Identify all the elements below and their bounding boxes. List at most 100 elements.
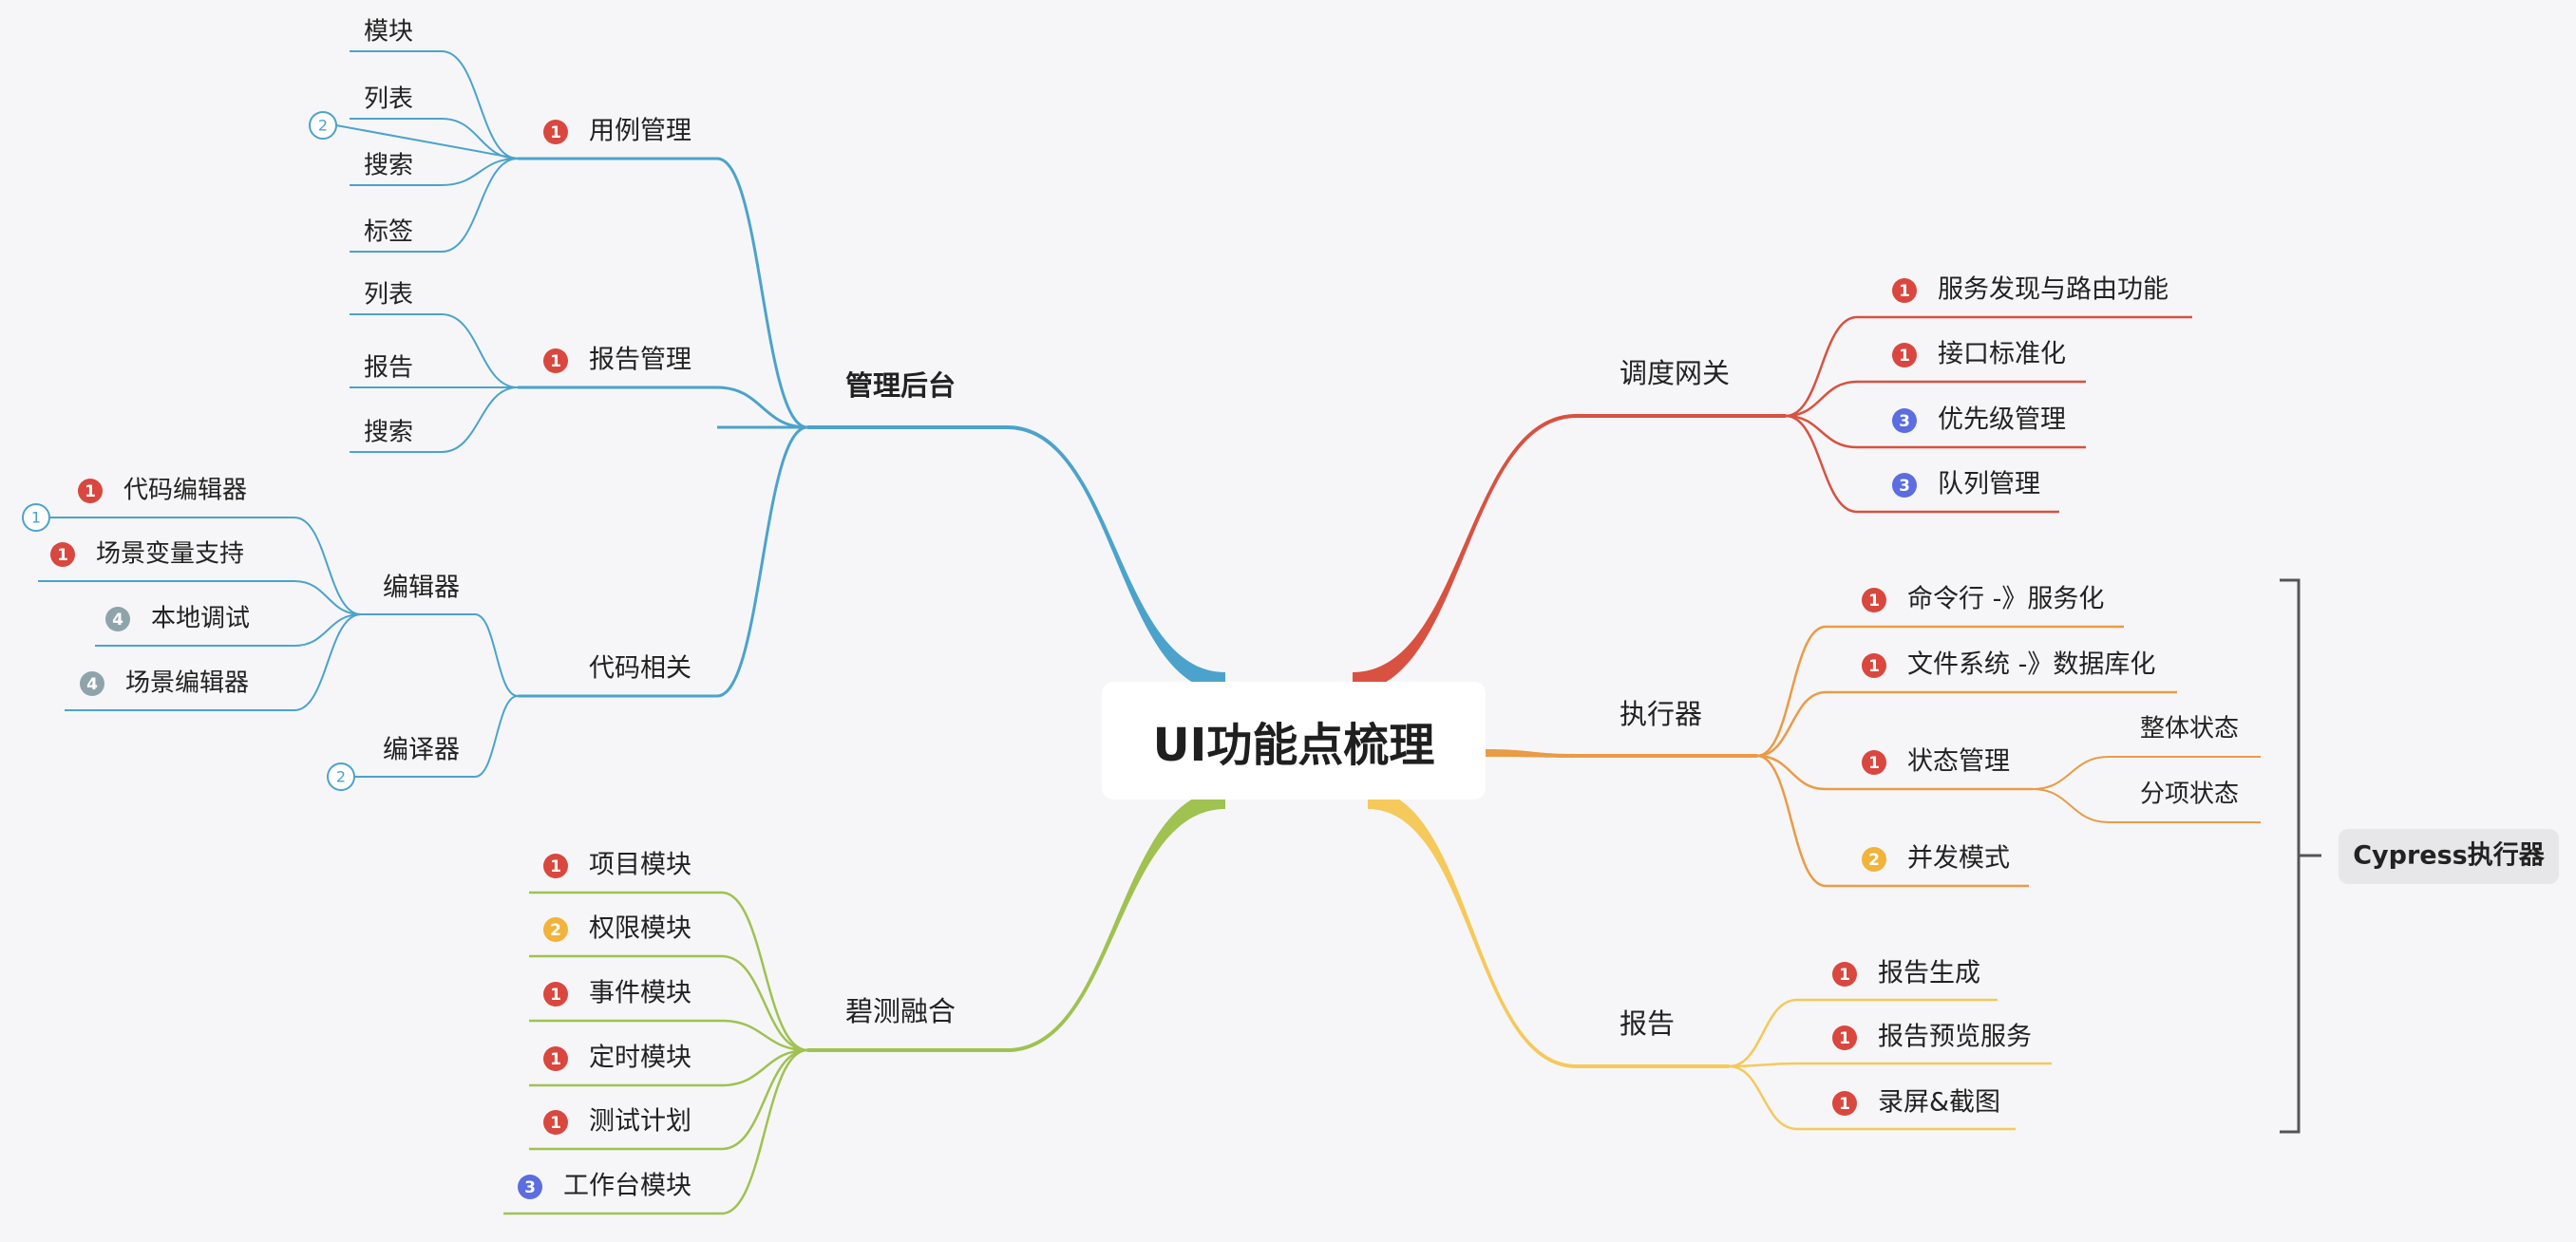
- priority-marker: [543, 1046, 568, 1071]
- subtopic-label[interactable]: 文件系统 -》数据库化: [1907, 650, 2155, 680]
- subtopic-label[interactable]: 优先级管理: [1938, 405, 2066, 435]
- collapsed-count-badge[interactable]: [309, 111, 337, 140]
- subtopic-label[interactable]: 整体状态: [2140, 715, 2239, 743]
- priority-marker: [105, 607, 130, 631]
- subtopic-label[interactable]: 队列管理: [1938, 470, 2040, 499]
- subtopic-label[interactable]: 列表: [364, 85, 413, 114]
- underline: [335, 124, 519, 160]
- branch-title-report[interactable]: 报告: [1619, 1007, 1675, 1040]
- connector: [720, 954, 809, 1052]
- subtopic-label[interactable]: 命令行 -》服务化: [1907, 585, 2104, 614]
- priority-marker: [518, 1175, 542, 1199]
- subtopic-label[interactable]: 场景编辑器: [125, 669, 249, 698]
- connector: [294, 613, 362, 647]
- subtopic-label[interactable]: 搜索: [364, 152, 413, 180]
- collapsed-count: 2: [336, 768, 346, 786]
- branch-title-gateway[interactable]: 调度网关: [1619, 357, 1730, 389]
- priority-number: 1: [1899, 282, 1910, 301]
- connector: [1784, 414, 1859, 514]
- priority-marker: [543, 917, 568, 942]
- topic-case-management[interactable]: 用例管理: [589, 117, 691, 146]
- connector: [294, 580, 362, 615]
- connector: [715, 157, 809, 429]
- connector: [720, 1048, 809, 1151]
- subtopic-label[interactable]: 场景变量支持: [96, 540, 244, 569]
- priority-number: 1: [85, 482, 96, 501]
- summary-topic[interactable]: [2339, 829, 2559, 884]
- connector: [715, 425, 809, 698]
- subtopic-label[interactable]: 报告生成: [1878, 959, 1980, 988]
- subtopic-label[interactable]: 代码编辑器: [123, 477, 247, 505]
- connector: [441, 118, 519, 160]
- subtopic-label[interactable]: 权限模块: [589, 914, 691, 944]
- priority-number: 2: [1868, 851, 1880, 870]
- priority-marker: [1862, 653, 1886, 678]
- collapsed-count: 2: [318, 117, 328, 135]
- priority-marker: [1862, 588, 1886, 612]
- priority-marker: [1892, 473, 1917, 498]
- collapsed-count: 1: [31, 509, 41, 527]
- connector: [1755, 625, 1828, 758]
- subtopic-label[interactable]: 定时模块: [589, 1044, 691, 1073]
- connector: [1755, 754, 1828, 791]
- priority-number: 2: [550, 921, 561, 940]
- priority-marker: [1892, 408, 1917, 433]
- subtopic-label[interactable]: 搜索: [364, 419, 413, 447]
- subtopic-label[interactable]: 事件模块: [589, 979, 691, 1008]
- collapsed-count-badge[interactable]: [22, 503, 50, 532]
- connector: [1755, 754, 1828, 888]
- connector: [1784, 414, 1859, 449]
- priority-marker: [1862, 847, 1886, 872]
- priority-marker: [1862, 750, 1886, 775]
- branch-connector-executor: [1486, 749, 1577, 758]
- subtopic-label[interactable]: 模块: [364, 18, 413, 47]
- branch-connector-report: [1368, 790, 1577, 1068]
- topic-code-related[interactable]: 代码相关: [589, 654, 691, 684]
- subtopic-label[interactable]: 并发模式: [1907, 844, 2010, 874]
- connector: [294, 613, 362, 711]
- branch-title-executor[interactable]: 执行器: [1619, 698, 1702, 730]
- subtopic-label[interactable]: 测试计划: [589, 1107, 691, 1137]
- priority-marker: [543, 982, 568, 1007]
- priority-number: 1: [550, 1114, 561, 1133]
- priority-number: 1: [1839, 1095, 1850, 1114]
- branch-title-bice[interactable]: 碧测融合: [845, 995, 956, 1027]
- subtopic-label[interactable]: 项目模块: [589, 851, 691, 880]
- branch-connector-admin: [1007, 425, 1225, 691]
- subtopic-label[interactable]: 服务发现与路由功能: [1938, 275, 2169, 305]
- subtopic-label[interactable]: 报告: [364, 354, 413, 383]
- subtopic-label[interactable]: 本地调试: [151, 605, 250, 633]
- root-topic[interactable]: UI功能点梳理: [1102, 682, 1486, 800]
- connector: [294, 517, 362, 615]
- priority-number: 1: [1868, 657, 1880, 676]
- topic-editor[interactable]: 编辑器: [383, 574, 460, 603]
- priority-number: 1: [1899, 347, 1910, 366]
- connector: [1784, 380, 1859, 418]
- priority-number: 3: [524, 1178, 536, 1197]
- priority-marker: [1832, 1091, 1857, 1116]
- subtopic-label[interactable]: 工作台模块: [563, 1172, 691, 1201]
- summary-topic-label[interactable]: Cypress执行器: [2353, 840, 2546, 871]
- subtopic-label[interactable]: 报告预览服务: [1878, 1023, 2032, 1052]
- connector: [441, 158, 519, 253]
- subtopic-label[interactable]: 录屏&截图: [1878, 1088, 2000, 1118]
- priority-number: 1: [1839, 966, 1850, 985]
- branch-title-admin[interactable]: 管理后台: [845, 369, 956, 402]
- topic-compiler[interactable]: 编译器: [383, 736, 460, 765]
- priority-number: 1: [1839, 1029, 1850, 1048]
- connector: [720, 1048, 809, 1087]
- subtopic-label[interactable]: 状态管理: [1907, 747, 2010, 777]
- subtopic-label[interactable]: 分项状态: [2140, 781, 2239, 809]
- topic-report-management[interactable]: 报告管理: [589, 346, 691, 375]
- priority-marker: [543, 854, 568, 878]
- connector: [474, 613, 519, 697]
- priority-marker: [543, 1110, 568, 1135]
- connector: [2032, 788, 2110, 823]
- connector: [441, 50, 519, 160]
- subtopic-label[interactable]: 接口标准化: [1938, 340, 2066, 369]
- subtopic-label[interactable]: 标签: [364, 218, 413, 247]
- collapsed-count-badge[interactable]: [327, 762, 355, 791]
- subtopic-label[interactable]: 列表: [364, 281, 413, 310]
- priority-number: 1: [550, 857, 561, 876]
